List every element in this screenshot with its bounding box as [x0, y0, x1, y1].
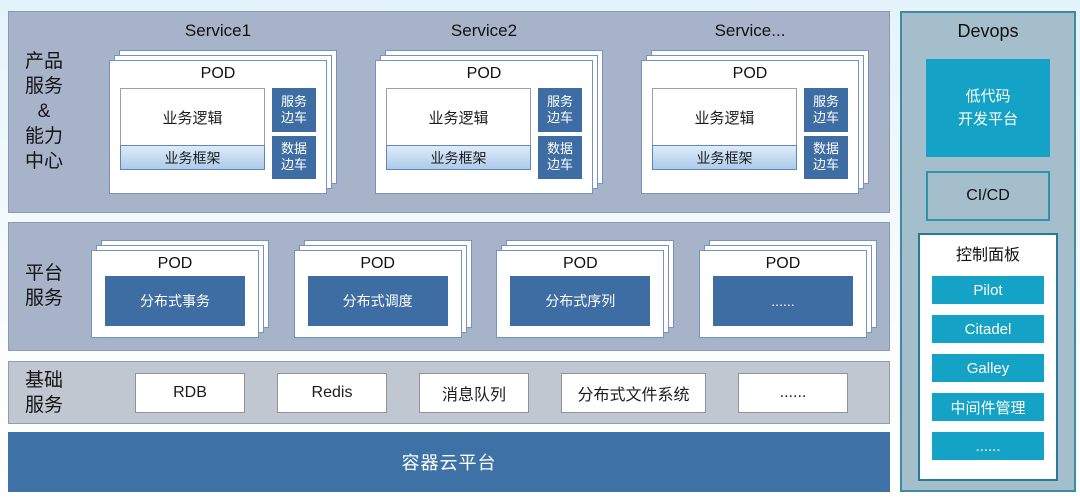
service-sidecar-box: 服务 边车	[272, 88, 316, 132]
pod-card: POD 业务逻辑 业务框架 服务 边车 数据 边车	[375, 60, 593, 194]
pilot-box: Pilot	[932, 276, 1044, 304]
pod-body: 业务逻辑 业务框架 服务 边车 数据 边车	[386, 88, 582, 179]
product-layer-label: 产品 服务 & 能力 中心	[24, 51, 63, 173]
pod-card: POD ......	[698, 249, 867, 338]
data-sidecar-box: 数据 边车	[272, 135, 316, 179]
distributed-scheduling-box: 分布式调度	[307, 275, 448, 326]
pod-title: POD	[765, 254, 801, 272]
business-logic-box: 业务逻辑	[652, 88, 797, 146]
pod-card: POD 分布式事务	[91, 249, 259, 338]
ellipsis-box: ......	[738, 372, 848, 413]
devops-title: Devops	[957, 21, 1019, 41]
cicd-box: CI/CD	[926, 171, 1050, 221]
message-queue-box: 消息队列	[419, 372, 529, 413]
main-column: 产品 服务 & 能力 中心 Service1 POD 业务逻辑 业务框架	[8, 11, 890, 493]
data-sidecar-box: 数据 边车	[804, 135, 848, 179]
platform-pod-stack-1: POD 分布式事务	[91, 239, 269, 338]
pod-card: POD 分布式序列	[496, 249, 665, 338]
pod-stack: POD 业务逻辑 业务框架 服务 边车 数据 边车	[109, 50, 337, 194]
galley-box: Galley	[932, 354, 1044, 382]
sidecar-column: 服务 边车 数据 边车	[538, 88, 582, 179]
service-title: Service1	[184, 21, 252, 40]
base-items: RDB Redis 消息队列 分布式文件系统 ......	[79, 362, 889, 423]
data-sidecar-box: 数据 边车	[538, 135, 582, 179]
middleware-management-box: 中间件管理	[932, 393, 1044, 421]
platform-pod-stack-4: POD ......	[698, 239, 877, 338]
base-services-layer: 基础 服务 RDB Redis 消息队列 分布式文件系统 ......	[8, 361, 890, 425]
service-sidecar-box: 服务 边车	[538, 88, 582, 132]
pod-title: POD	[562, 254, 598, 272]
distributed-transaction-box: 分布式事务	[105, 275, 245, 326]
control-panel-title: 控制面板	[955, 247, 1020, 264]
pod-stack: POD 业务逻辑 业务框架 服务 边车 数据 边车	[641, 50, 869, 194]
distributed-sequence-box: 分布式序列	[510, 275, 651, 326]
base-layer-label: 基础 服务	[24, 369, 63, 416]
logic-column: 业务逻辑 业务框架	[386, 88, 531, 179]
pod-card: POD 分布式调度	[293, 249, 462, 338]
pod-card: POD 业务逻辑 业务框架 服务 边车 数据 边车	[109, 60, 327, 194]
business-framework-box: 业务框架	[120, 145, 265, 170]
lowcode-platform-box: 低代码 开发平台	[926, 59, 1050, 157]
service-title: Service...	[714, 21, 786, 40]
redis-box: Redis	[277, 372, 387, 413]
pod-stack: POD 业务逻辑 业务框架 服务 边车 数据 边车	[375, 50, 603, 194]
pod-title: POD	[360, 254, 395, 272]
pod-body: 业务逻辑 业务框架 服务 边车 数据 边车	[652, 88, 848, 179]
service-group-2: Service2 POD 业务逻辑 业务框架	[351, 12, 617, 212]
platform-services-layer: 平台 服务 POD 分布式事务 POD 分布式调度	[8, 221, 890, 352]
pod-body: 业务逻辑 业务框架 服务 边车 数据 边车	[120, 88, 316, 179]
devops-panel: Devops 低代码 开发平台 CI/CD 控制面板 Pilot Citadel…	[900, 11, 1076, 492]
platform-layer-label: 平台 服务	[24, 263, 63, 310]
ellipsis-box: ......	[932, 432, 1044, 460]
platform-pod-stack-2: POD 分布式调度	[293, 239, 472, 338]
pod-card: POD 业务逻辑 业务框架 服务 边车 数据 边车	[641, 60, 859, 194]
business-framework-box: 业务框架	[386, 145, 531, 170]
service-group-1: Service1 POD 业务逻辑 业务框架	[85, 12, 351, 212]
platform-pod-stack-3: POD 分布式序列	[496, 239, 675, 338]
sidecar-column: 服务 边车 数据 边车	[804, 88, 848, 179]
service-title: Service2	[450, 21, 518, 40]
ellipsis-box: ......	[712, 275, 853, 326]
pod-title: POD	[466, 65, 502, 82]
citadel-box: Citadel	[932, 315, 1044, 343]
logic-column: 业务逻辑 业务框架	[120, 88, 265, 179]
business-logic-box: 业务逻辑	[120, 88, 265, 146]
sidecar-column: 服务 边车 数据 边车	[272, 88, 316, 179]
logic-column: 业务逻辑 业务框架	[652, 88, 797, 179]
business-framework-box: 业务框架	[652, 145, 797, 170]
platform-pods: POD 分布式事务 POD 分布式调度 POD	[79, 223, 889, 351]
control-panel: 控制面板 Pilot Citadel Galley 中间件管理 ......	[918, 233, 1058, 481]
distributed-filesystem-box: 分布式文件系统	[561, 372, 706, 413]
business-logic-box: 业务逻辑	[386, 88, 531, 146]
product-services-layer: 产品 服务 & 能力 中心 Service1 POD 业务逻辑 业务框架	[8, 11, 890, 213]
service-sidecar-box: 服务 边车	[804, 88, 848, 132]
service-group-3: Service... POD 业务逻辑 业务框架	[617, 12, 883, 212]
pod-title: POD	[732, 65, 768, 82]
pod-title: POD	[200, 65, 236, 82]
service-groups: Service1 POD 业务逻辑 业务框架	[79, 12, 889, 212]
rdb-box: RDB	[135, 372, 245, 413]
pod-title: POD	[157, 254, 193, 272]
container-cloud-platform-bar: 容器云平台	[8, 432, 890, 493]
